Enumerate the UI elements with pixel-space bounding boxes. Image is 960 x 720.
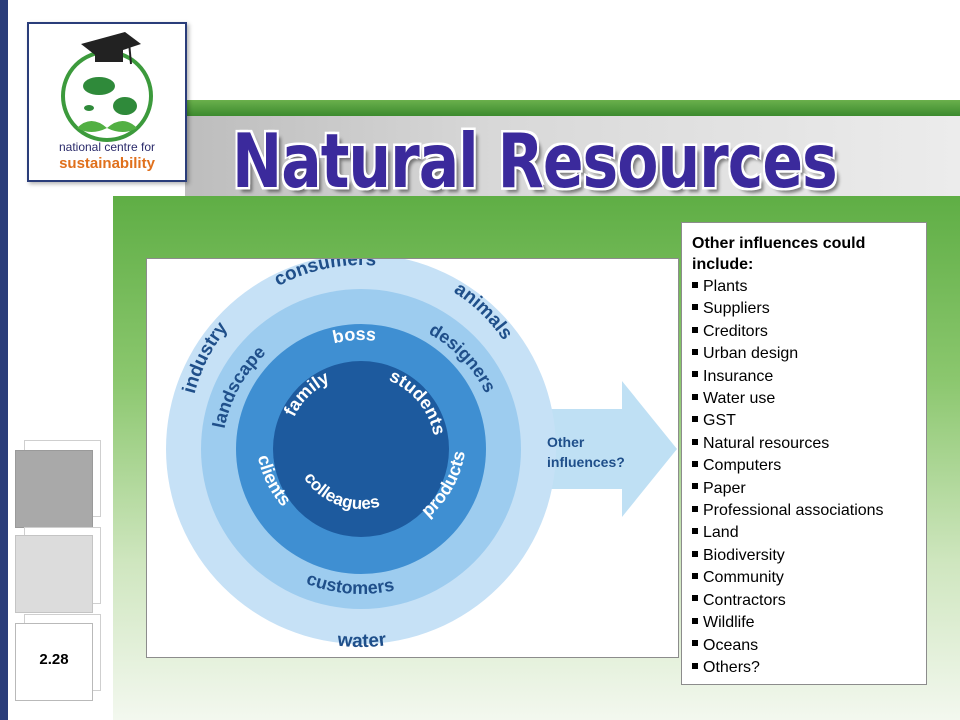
list-item: Biodiversity: [692, 545, 884, 567]
square-bullet-icon: [692, 550, 698, 557]
slide-number-box: 2.28: [15, 623, 93, 701]
list-item: Computers: [692, 455, 884, 477]
list-item-label: Contractors: [703, 591, 786, 609]
list-item-label: Paper: [703, 479, 746, 497]
logo-line2: sustainability: [59, 155, 155, 172]
list-item-label: Community: [703, 569, 784, 587]
list-item-label: Land: [703, 524, 739, 542]
influences-diagram: industry consumers animals water landsca…: [146, 249, 679, 658]
list-item-label: Natural resources: [703, 434, 830, 452]
list-item: Water use: [692, 388, 884, 410]
list-item: Contractors: [692, 590, 884, 612]
square-bullet-icon: [692, 438, 698, 445]
diagram-svg: industry consumers animals water landsca…: [166, 249, 677, 652]
list-item-label: Professional associations: [703, 502, 884, 520]
textbox-heading-line2: include:: [692, 256, 754, 273]
list-item: Suppliers: [692, 298, 884, 320]
header-green-stripe: [185, 100, 960, 116]
list-item-label: GST: [703, 412, 736, 430]
header-gray-band: [185, 116, 960, 196]
label-water: water: [336, 629, 388, 652]
list-item-label: Creditors: [703, 322, 768, 340]
list-item-label: Plants: [703, 278, 748, 295]
list-item-label: Urban design: [703, 345, 799, 363]
thumbnail-1: [15, 450, 93, 528]
square-bullet-icon: [692, 483, 698, 490]
list-item-label: Oceans: [703, 636, 759, 654]
list-item: Plants: [692, 276, 884, 298]
list-item: Professional associations: [692, 500, 884, 522]
square-bullet-icon: [692, 461, 698, 468]
square-bullet-icon: [692, 304, 698, 311]
square-bullet-icon: [692, 326, 698, 333]
list-item-label: Insurance: [703, 367, 774, 385]
list-item-label: Biodiversity: [703, 546, 785, 564]
graduation-cap-globe-icon: [61, 32, 153, 142]
textbox-heading: Other influences could include:: [692, 233, 922, 275]
list-item: Wildlife: [692, 612, 884, 634]
list-item: Others?: [692, 657, 884, 679]
list-item: Insurance: [692, 366, 884, 388]
list-item: GST: [692, 410, 884, 432]
label-boss: boss: [331, 324, 377, 347]
list-item: Oceans: [692, 635, 884, 657]
square-bullet-icon: [692, 281, 698, 288]
square-bullet-icon: [692, 617, 698, 624]
square-bullet-icon: [692, 348, 698, 355]
list-item-label: Computers: [703, 457, 782, 475]
square-bullet-icon: [692, 640, 698, 647]
square-bullet-icon: [692, 371, 698, 378]
list-item-label: Wildlife: [703, 614, 755, 632]
square-bullet-icon: [692, 573, 698, 580]
list-item-label: Others?: [703, 658, 760, 676]
list-item: Urban design: [692, 343, 884, 365]
arrow-label-line2: influences?: [547, 454, 625, 470]
list-item: Paper: [692, 478, 884, 500]
square-bullet-icon: [692, 662, 698, 669]
square-bullet-icon: [692, 416, 698, 423]
arrow-label-line1: Other: [547, 434, 585, 450]
list-item: Creditors: [692, 321, 884, 343]
list-item: Natural resources: [692, 433, 884, 455]
list-item: Community: [692, 567, 884, 589]
square-bullet-icon: [692, 393, 698, 400]
logo-line1: national centre for: [58, 140, 156, 154]
list-item: Land: [692, 522, 884, 544]
thumbnail-2: [15, 535, 93, 613]
list-item-label: Suppliers: [703, 300, 770, 318]
textbox-heading-line1: Other influences could: [692, 235, 866, 252]
square-bullet-icon: [692, 505, 698, 512]
square-bullet-icon: [692, 595, 698, 602]
square-bullet-icon: [692, 528, 698, 535]
page-title: Natural Resources: [232, 118, 838, 206]
logo: national centre for sustainability: [27, 22, 187, 182]
slide-number: 2.28: [39, 651, 69, 668]
ring-core: [273, 361, 449, 537]
list-item-label: Water use: [703, 390, 776, 408]
left-accent-bar: [0, 0, 8, 720]
